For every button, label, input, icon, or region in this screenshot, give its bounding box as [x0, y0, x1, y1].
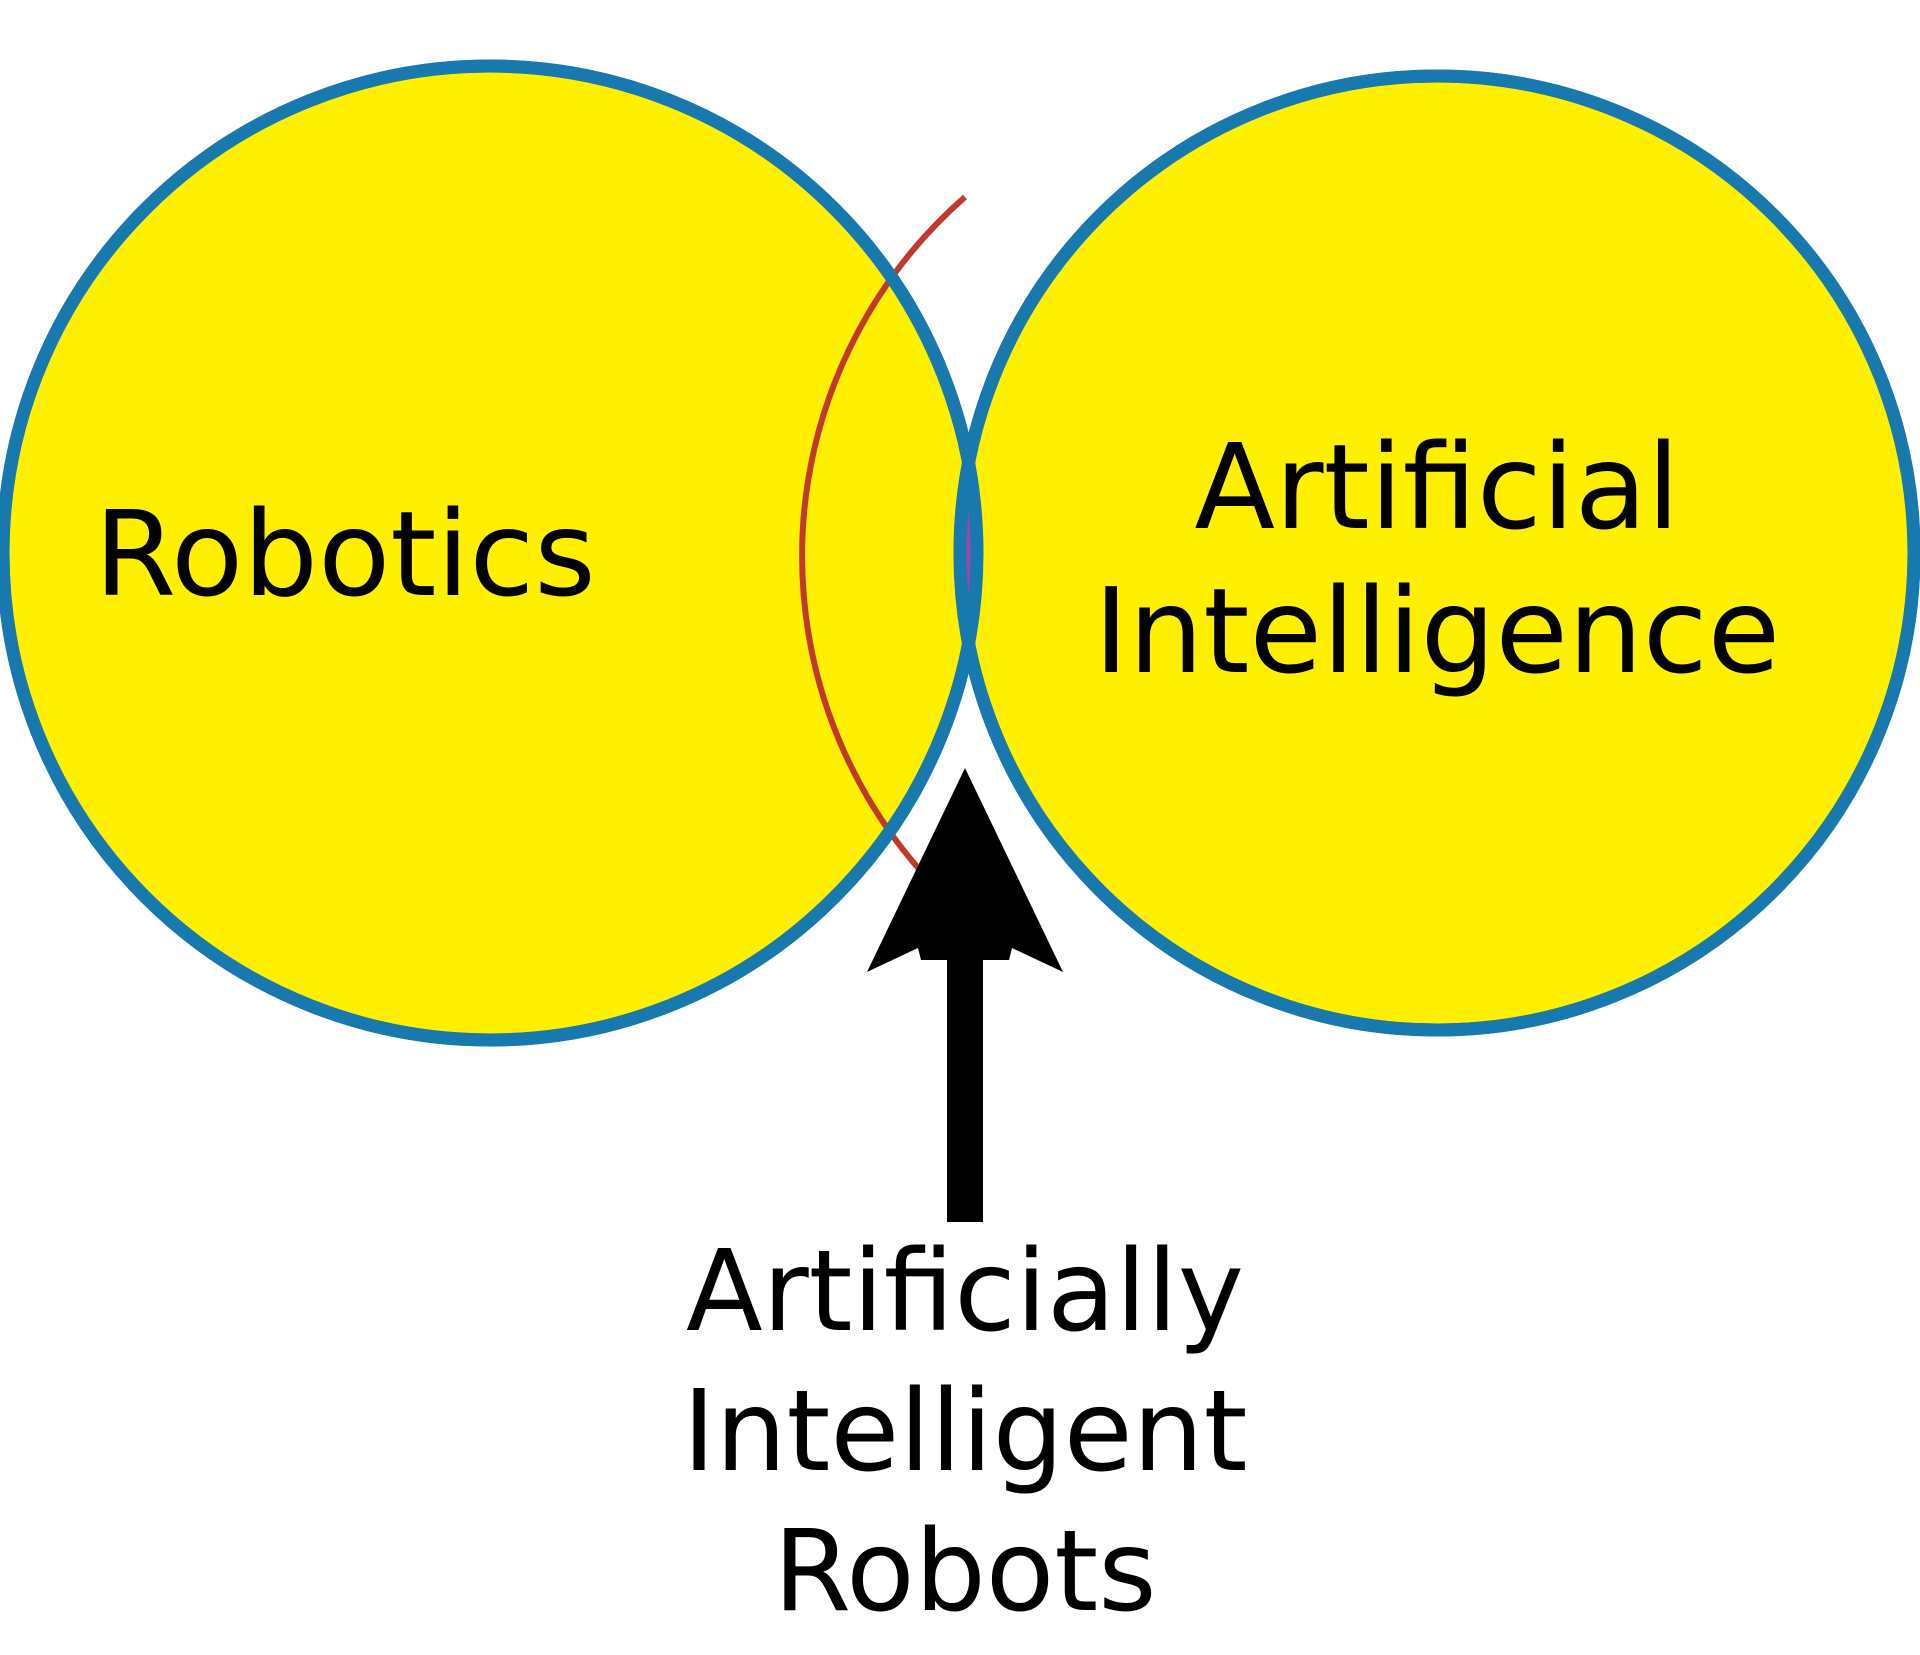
callout-label-line-3: Robots: [773, 1507, 1156, 1637]
artificial-intelligence-circle-outline: [953, 69, 1920, 1037]
callout-label-line-2: Intelligent: [682, 1367, 1247, 1497]
set-label-artificial-intelligence-line2: Intelligence: [1094, 562, 1781, 700]
set-label-robotics: Robotics: [94, 485, 595, 623]
circle-outline-overlay-group: [0, 59, 1920, 1047]
intersection-right-edge-group: [799, 194, 967, 918]
callout-label-line-1: Artificially: [686, 1227, 1244, 1357]
callout-arrow-shaft: [947, 900, 983, 1222]
intersection-right-edge: [799, 194, 967, 918]
robotics-circle-outline: [0, 59, 984, 1047]
set-label-artificial-intelligence-line1: Artificial: [1194, 418, 1679, 556]
callout-arrow-head: [867, 768, 1063, 972]
callout-arrow: [867, 768, 1063, 1222]
